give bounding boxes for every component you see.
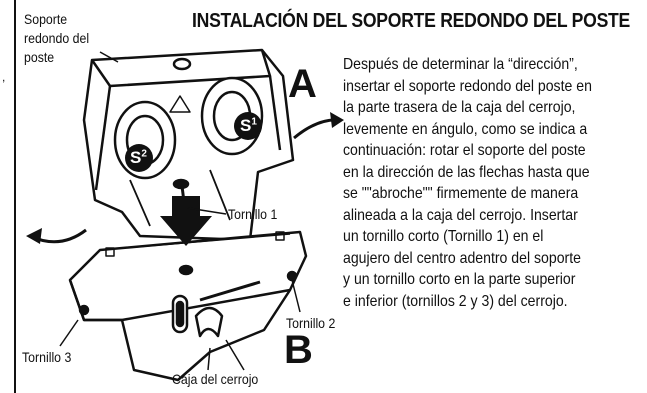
bracket-label-line3: poste [24,49,55,65]
page-title: INSTALACIÓN DEL SOPORTE REDONDO DEL POST… [192,10,631,32]
instruction-line: la parte trasera de la caja del cerrojo, [343,99,576,116]
letter-a: A [288,62,317,106]
s1-superscript: 1 [251,116,257,128]
instruction-line: en la dirección de las flechas hasta que [343,163,590,181]
instruction-line: continuación: rotar el soporte del poste [343,142,586,159]
bolt-box-drawing [68,230,308,382]
bolt-box-label: Caja del cerrojo [172,371,259,387]
stray-comma: , [2,70,6,84]
screw-3-label: Tornillo 3 [22,349,72,365]
bracket-label-line2: redondo del [24,30,90,46]
round-post-bracket-drawing [82,48,295,242]
s2-letter: S [130,148,142,167]
down-arrow [160,196,212,246]
instruction-line: y un tornillo corto en la parte superior [343,271,576,288]
instructions-paragraph: Después de determinar la “dirección”, in… [343,54,633,312]
left-border-line [14,0,16,393]
instruction-line: un tornillo corto (Tornillo 1) en el [343,228,544,245]
instruction-line: Después de determinar la “dirección”, [343,56,578,73]
screw-1-label: Tornillo 1 [228,206,278,222]
s1-letter: S [240,116,252,135]
screw-2-label: Tornillo 2 [286,315,336,331]
s1-badge-circle [234,112,262,140]
instruction-line: levemente en ángulo, como se indica a [343,120,588,138]
letter-b: B [284,328,313,372]
s2-badge-circle [125,144,153,172]
s2-badge: S2 [130,148,147,168]
bracket-label-line1: Soporte [24,11,68,27]
instruction-line: se ""abroche"" firmemente de manera [343,185,579,202]
instruction-line: insertar el soporte redondo del poste en [343,77,592,95]
s1-badge: S1 [240,116,257,136]
instruction-line: e inferior (tornillos 2 y 3) del cerrojo… [343,292,568,310]
instruction-line: alineada a la caja del cerrojo. Insertar [343,206,578,224]
leader-lines [59,51,301,371]
s2-superscript: 2 [141,148,147,160]
instruction-line: agujero del centro adentro del soporte [343,249,581,267]
